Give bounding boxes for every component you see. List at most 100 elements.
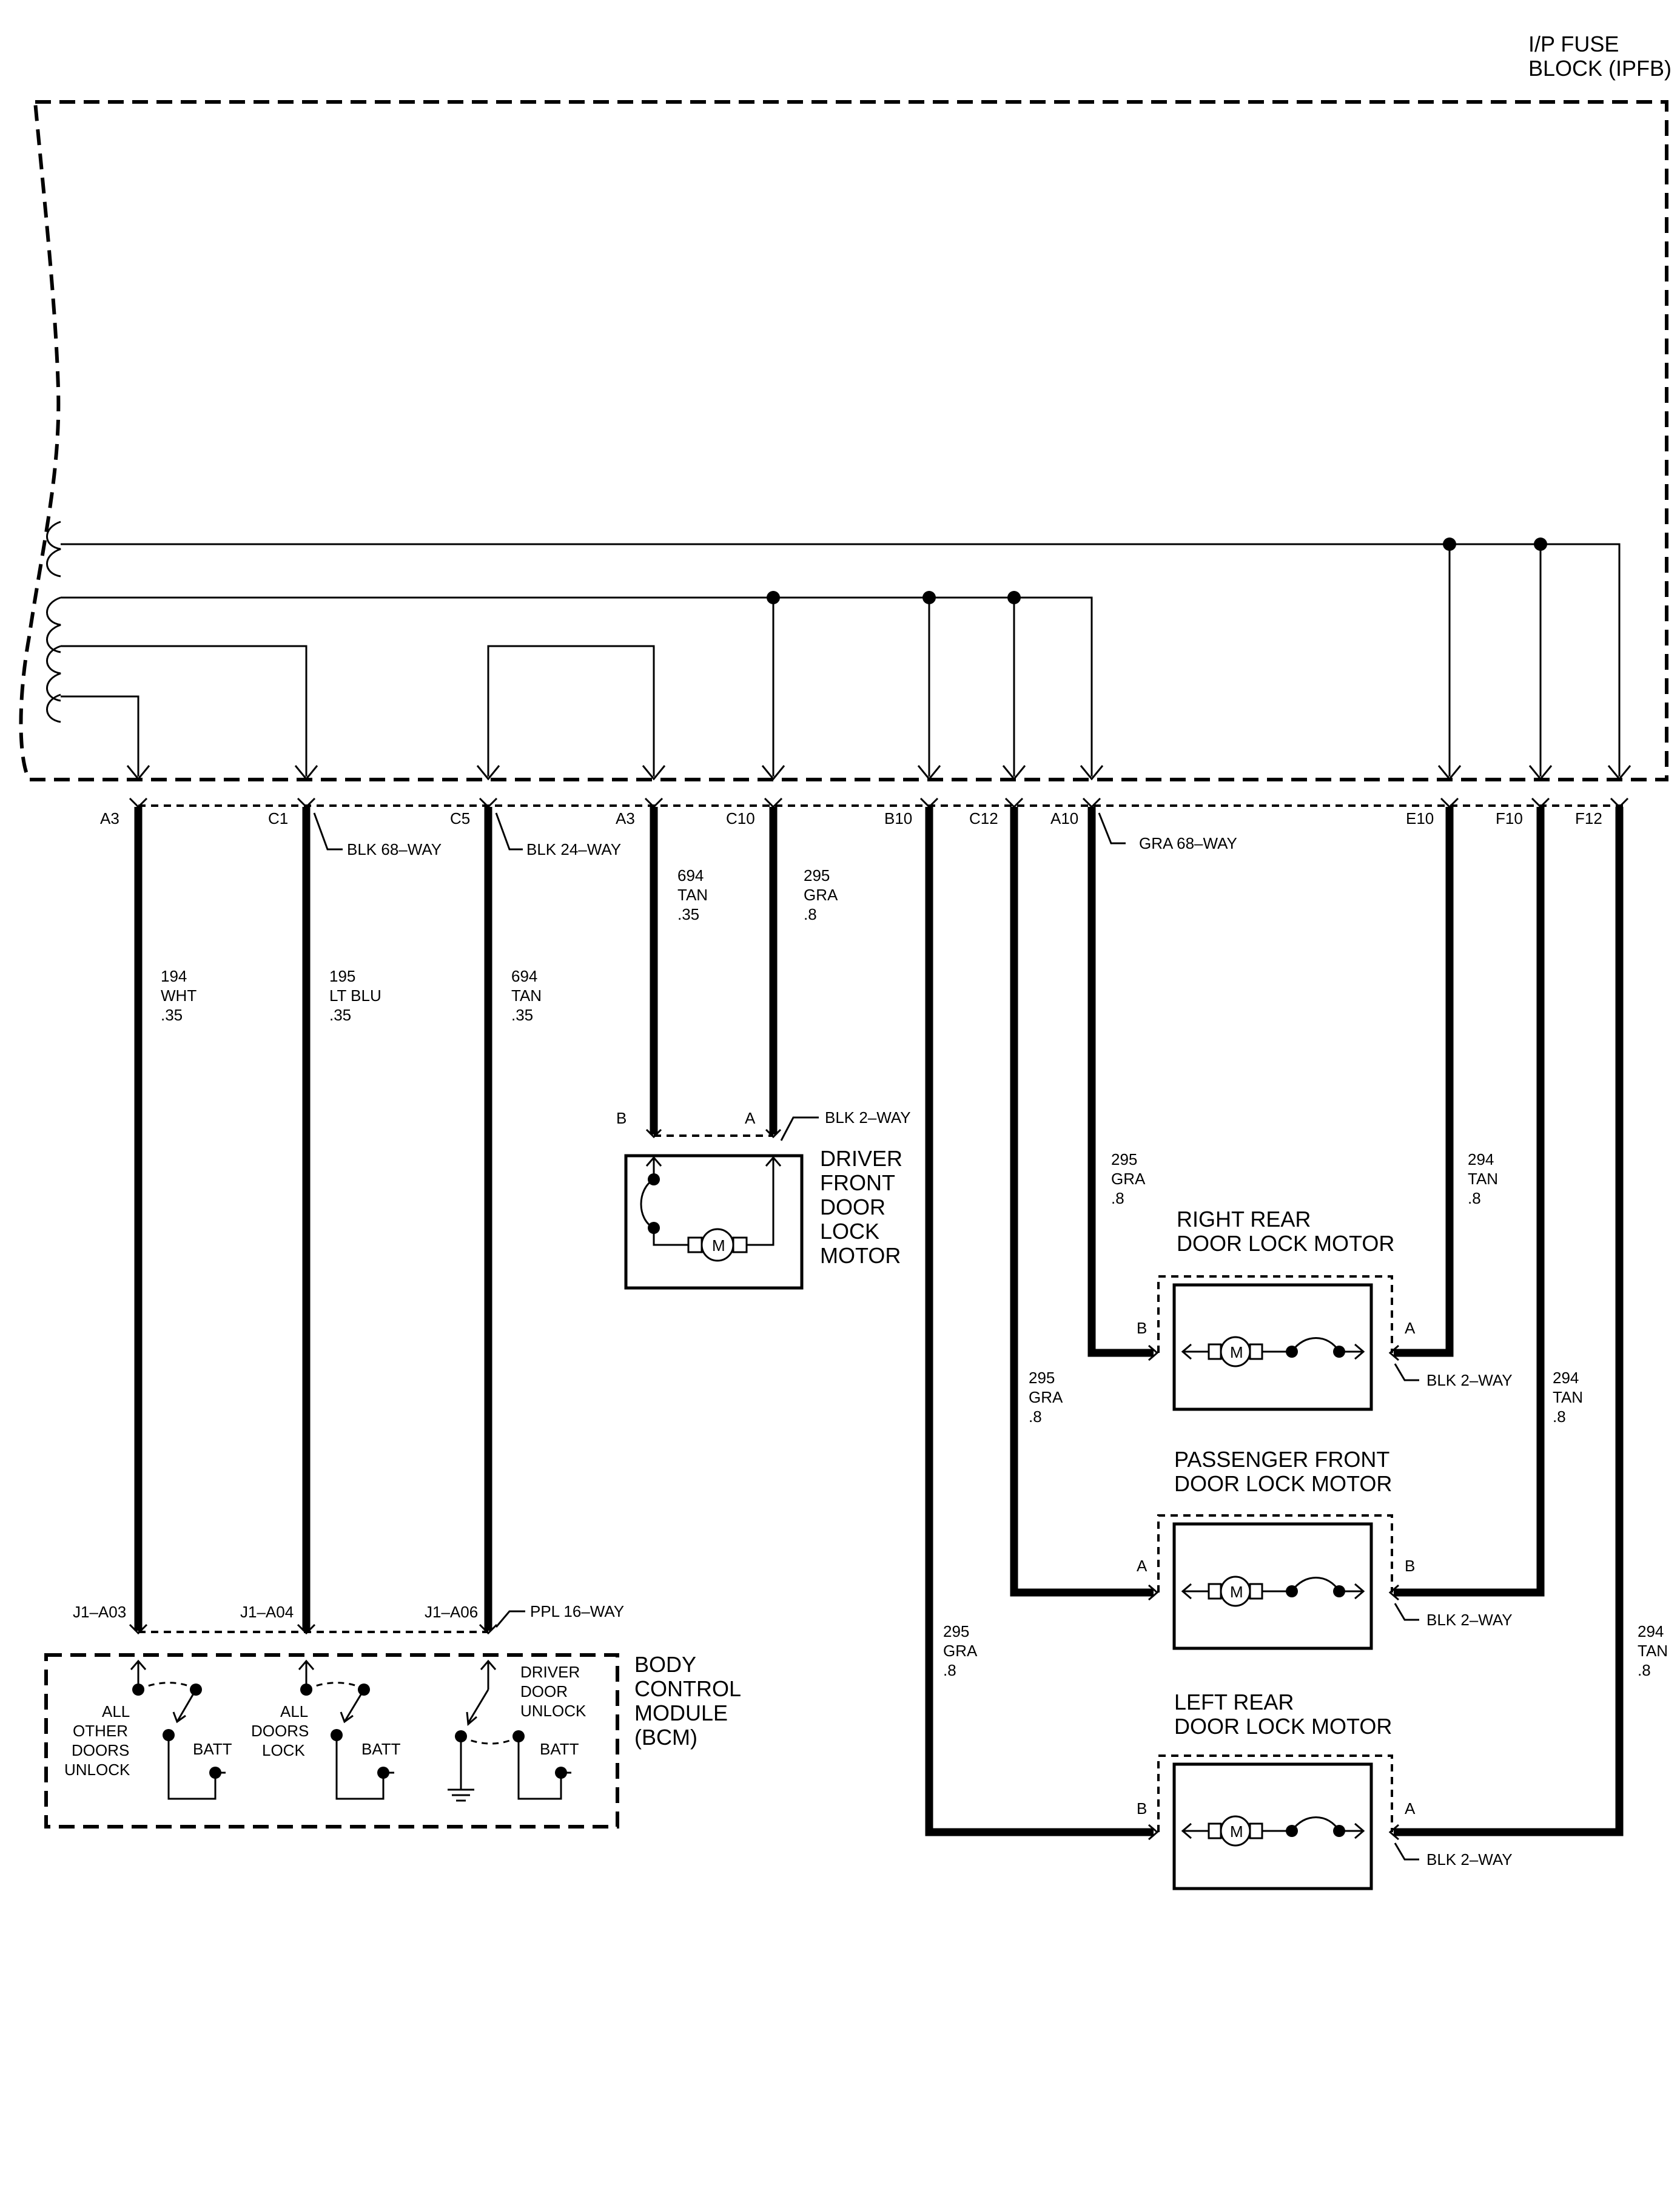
bcm-title: BODY — [634, 1652, 696, 1677]
pin-label: A — [745, 1109, 756, 1127]
pin-label: A — [1405, 1319, 1416, 1337]
motor-title: MOTOR — [820, 1243, 901, 1268]
batt-label: BATT — [540, 1740, 579, 1758]
switch-label: DOORS — [72, 1741, 129, 1759]
fuse-squiggle — [46, 693, 61, 723]
wire-label: 694 — [511, 967, 537, 985]
ipfb-fuse-block: I/P FUSE BLOCK (IPFB) — [19, 32, 1672, 781]
wire-295-left-rear — [925, 807, 1154, 1836]
switch-label: UNLOCK — [520, 1702, 586, 1720]
switch-label: DOORS — [251, 1722, 309, 1740]
bcm-title: MODULE — [634, 1700, 728, 1725]
wire-label: .35 — [329, 1006, 351, 1024]
pin-label: C5 — [450, 809, 470, 827]
pin-label: C10 — [726, 809, 755, 827]
wire-label: 294 — [1638, 1622, 1664, 1640]
connector-label-blk2: BLK 2–WAY — [825, 1108, 911, 1127]
switch-label: LOCK — [262, 1741, 305, 1759]
wire-label: .8 — [1638, 1661, 1651, 1679]
fuse-squiggle — [46, 521, 61, 578]
wire-294-right-rear — [1394, 807, 1454, 1357]
ipfb-connector-row: A3 C1 C5 A3 C10 B10 C12 A10 E10 F10 F12 … — [100, 797, 1629, 858]
pin-label: A3 — [616, 809, 635, 827]
pin-label: B — [1137, 1319, 1147, 1337]
switch-driver-door-unlock: BATT DRIVER DOOR UNLOCK — [448, 1659, 586, 1802]
wire-label: .8 — [804, 905, 817, 923]
left-rear-door-lock-motor: LEFT REAR DOOR LOCK MOTOR B A BLK 2–WAY … — [1137, 1690, 1513, 1890]
wire-294-left-rear — [1394, 807, 1624, 1836]
wire-295-passenger — [1010, 807, 1154, 1597]
wire-label: TAN — [1468, 1170, 1498, 1188]
motor-symbol: M — [1230, 1822, 1243, 1841]
motor-title: DOOR LOCK MOTOR — [1174, 1714, 1392, 1739]
wire-label: GRA — [943, 1642, 978, 1660]
driver-front-door-lock-motor: B A BLK 2–WAY M DRIVER FRONT DOOR LOCK M… — [616, 1108, 911, 1290]
body-control-module: J1–A03 J1–A04 J1–A06 PPL 16–WAY BODY CON… — [44, 1602, 741, 1829]
bcm-pin-label: J1–A03 — [73, 1603, 126, 1621]
motor-title: DOOR LOCK MOTOR — [1177, 1231, 1394, 1256]
pin-label: A10 — [1050, 809, 1078, 827]
wire-label: .35 — [511, 1006, 533, 1024]
wire-label: .8 — [1111, 1189, 1124, 1207]
wires — [134, 807, 1624, 1836]
switch-all-other-doors-unlock: BATT ALL OTHER DOORS UNLOCK — [64, 1659, 232, 1800]
wire-label: 294 — [1468, 1150, 1494, 1168]
wire-label: .8 — [1468, 1189, 1481, 1207]
motor-title: DRIVER — [820, 1146, 902, 1171]
connector-label-gra68: GRA 68–WAY — [1139, 834, 1237, 852]
wire-label: 194 — [161, 967, 187, 985]
pin-label: E10 — [1406, 809, 1434, 827]
connector-label-blk2: BLK 2–WAY — [1426, 1611, 1513, 1629]
ground-icon — [448, 1736, 474, 1802]
pin-label: B — [1137, 1799, 1147, 1818]
connector-label-blk2: BLK 2–WAY — [1426, 1850, 1513, 1869]
bcm-pin-label: J1–A04 — [240, 1603, 294, 1621]
pin-label: A3 — [100, 809, 119, 827]
ipfb-internal-circuits — [46, 521, 1631, 781]
switch-label: ALL — [102, 1702, 130, 1721]
pin-label: B — [1405, 1557, 1415, 1575]
wire-label: 294 — [1553, 1369, 1579, 1387]
splice-dot — [1534, 538, 1547, 551]
fuse-squiggle — [46, 596, 61, 653]
wire-label: WHT — [161, 986, 197, 1005]
switch-all-doors-lock: BATT ALL DOORS LOCK — [251, 1659, 401, 1800]
wire-label: 295 — [1029, 1369, 1055, 1387]
wire-label: TAN — [677, 886, 708, 904]
switch-label: ALL — [280, 1702, 308, 1721]
wire-295-right-rear — [1087, 807, 1154, 1357]
pin-label: A — [1137, 1557, 1147, 1575]
motor-title: FRONT — [820, 1170, 895, 1195]
wire-label: .8 — [1553, 1407, 1566, 1426]
batt-label: BATT — [361, 1740, 401, 1758]
switch-label: DOOR — [520, 1682, 568, 1700]
wire-labels: 194 WHT .35 195 LT BLU .35 694 TAN .35 6… — [161, 866, 1668, 1679]
wire-label: .8 — [943, 1661, 956, 1679]
wire-294-passenger — [1394, 807, 1545, 1597]
motor-symbol: M — [1230, 1343, 1243, 1361]
motor-symbol: M — [712, 1236, 725, 1255]
ipfb-label-line1: I/P FUSE — [1528, 32, 1619, 56]
motor-title: LOCK — [820, 1219, 879, 1244]
pin-label: A — [1405, 1799, 1416, 1818]
wire-label: TAN — [1553, 1388, 1583, 1406]
wire-label: GRA — [1111, 1170, 1146, 1188]
wire-label: 295 — [1111, 1150, 1137, 1168]
wire-label: 295 — [943, 1622, 969, 1640]
splice-dot — [1007, 591, 1021, 604]
pin-label: F10 — [1496, 809, 1523, 827]
bcm-title: CONTROL — [634, 1676, 741, 1701]
wire-label: LT BLU — [329, 986, 381, 1005]
passenger-front-door-lock-motor: PASSENGER FRONT DOOR LOCK MOTOR A B BLK … — [1137, 1447, 1513, 1650]
wire-label: .35 — [677, 905, 699, 923]
splice-dot — [767, 591, 780, 604]
connector-label-blk2: BLK 2–WAY — [1426, 1371, 1513, 1389]
switch-label: OTHER — [73, 1722, 128, 1740]
bcm-pin-label: J1–A06 — [425, 1603, 478, 1621]
pin-label: B — [616, 1109, 627, 1127]
wire-label: GRA — [1029, 1388, 1063, 1406]
motor-symbol: M — [1230, 1583, 1243, 1601]
switch-label: DRIVER — [520, 1663, 580, 1681]
splice-dot — [922, 591, 936, 604]
